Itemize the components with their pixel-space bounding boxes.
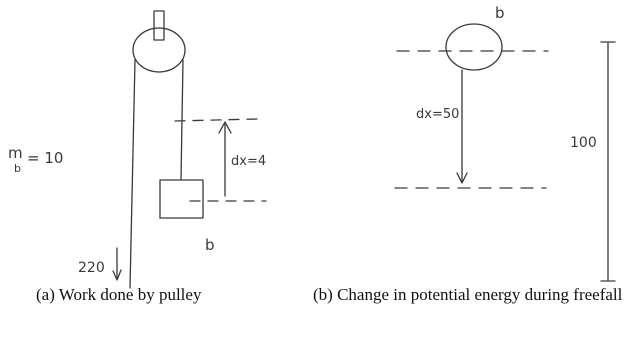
mass-subscript: b bbox=[14, 162, 21, 175]
dx-label-b: dx=50 bbox=[416, 107, 459, 122]
force-arrow-head bbox=[112, 269, 122, 281]
pulley-mount bbox=[153, 10, 165, 41]
mass-label: m bbox=[8, 144, 23, 162]
ball-label: b bbox=[495, 4, 505, 22]
fall-arrow-head bbox=[456, 172, 468, 184]
caption-a: (a) Work done by pulley bbox=[36, 285, 202, 304]
height-label: 100 bbox=[570, 135, 597, 151]
force-label: 220 bbox=[78, 260, 105, 276]
dx-arrow-head bbox=[218, 121, 232, 134]
panel-b-diagram: b dx=50 100 bbox=[394, 4, 616, 282]
panel-a-diagram: m b = 10 dx=4 b 220 bbox=[8, 10, 267, 289]
ball bbox=[445, 23, 503, 71]
height-bracket bbox=[600, 41, 616, 282]
mass-value: = 10 bbox=[27, 149, 63, 167]
dashed-line-top bbox=[174, 118, 259, 122]
dx-label-a: dx=4 bbox=[231, 154, 266, 169]
pulley-wheel bbox=[132, 27, 186, 73]
block-label: b bbox=[205, 236, 215, 254]
rope-right bbox=[180, 59, 184, 181]
caption-b: (b) Change in potential energy during fr… bbox=[313, 285, 623, 304]
rope-left bbox=[129, 59, 136, 289]
block-b bbox=[159, 179, 204, 219]
